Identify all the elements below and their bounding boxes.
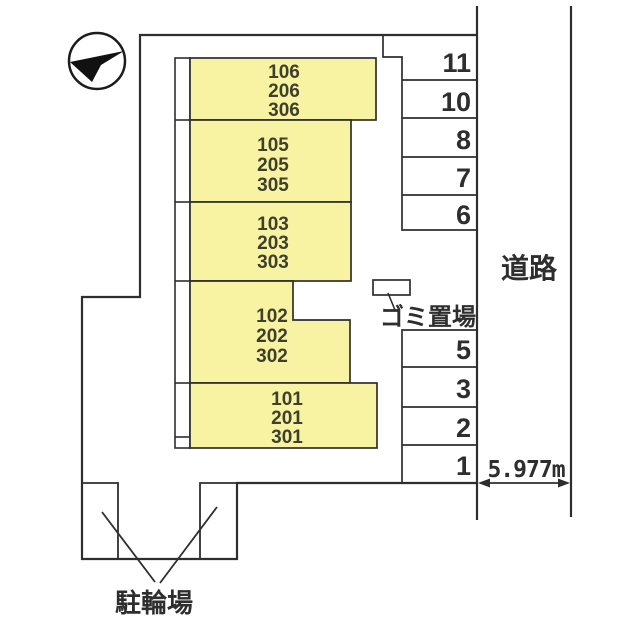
unit-label: 303 [257,252,289,273]
unit-105-shape [189,119,352,203]
stall-number: 5 [456,335,471,365]
north-arrow-icon [67,31,127,91]
dimension-annotation: 5.977m [478,457,570,488]
bicycle-leader-line [101,511,156,583]
compass-needle [70,51,124,82]
stall-number: 3 [456,374,471,404]
balcony-strip-outline [174,57,191,449]
building-units [189,57,378,449]
parking-stall-numbers: 11 10 8 7 6 5 3 2 1 [441,48,471,481]
dimension-label: 5.977m [487,457,564,483]
unit-label: 301 [271,427,303,448]
road-label: 道路 [501,252,558,285]
building-balcony-strip [174,57,191,449]
parking-stalls-bottom [401,329,477,483]
stall-number: 7 [456,163,471,193]
unit-label: 102 [256,306,288,327]
unit-label: 306 [268,100,300,121]
unit-label: 101 [271,389,303,410]
parking-bottom-outline [401,329,477,483]
garbage-box [372,279,411,296]
stall-number: 2 [456,413,471,443]
garbage-leader-line [387,292,396,311]
unit-label: 103 [257,214,289,235]
unit-label: 202 [256,326,288,347]
unit-label: 106 [268,62,300,83]
stall-number: 1 [456,451,471,481]
unit-label: 302 [256,346,288,367]
unit-103-shape [189,201,352,282]
dimension-arrowhead-left [478,478,490,488]
parking-top-outline [382,35,477,231]
stall-number: 11 [442,48,471,78]
site-boundary [80,33,477,561]
parking-stalls-top [382,35,477,231]
stall-number: 6 [456,200,471,230]
dimension-arrowhead-right [558,478,570,488]
unit-106-shape [189,57,377,121]
bicycle-bay-left [83,482,119,559]
unit-labels: 106 206 306 105 205 305 103 203 303 102 … [256,62,303,448]
unit-label: 305 [257,175,289,196]
unit-label: 206 [268,81,300,102]
unit-label: 105 [257,135,289,156]
bicycle-bay-right [199,482,237,559]
unit-label: 205 [257,155,289,176]
stall-number: 8 [456,125,471,155]
bicycle-parking [83,482,237,584]
garbage-area: ゴミ置場 [372,279,476,331]
unit-101-shape [189,382,378,449]
bicycle-leader-line [159,506,218,584]
bicycle-parking-label: 駐輪場 [115,588,193,619]
stall-number: 10 [441,87,471,117]
unit-label: 201 [271,408,303,429]
garbage-label: ゴミ置場 [380,303,476,331]
unit-label: 203 [257,233,289,254]
